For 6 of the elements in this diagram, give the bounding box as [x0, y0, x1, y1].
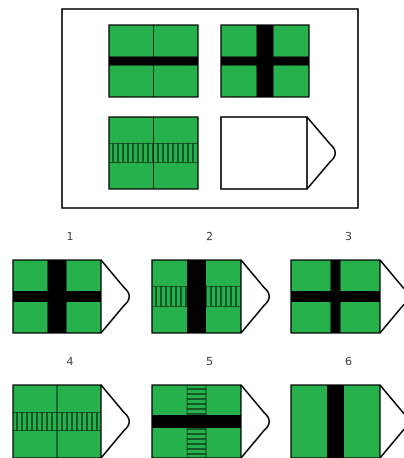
- option-number: 2: [206, 232, 212, 240]
- option-number: 4: [67, 357, 73, 365]
- option-number: 3: [346, 232, 352, 240]
- option-number: 6: [346, 356, 352, 366]
- option-number: 1: [68, 232, 72, 240]
- option-number: 5: [206, 356, 212, 366]
